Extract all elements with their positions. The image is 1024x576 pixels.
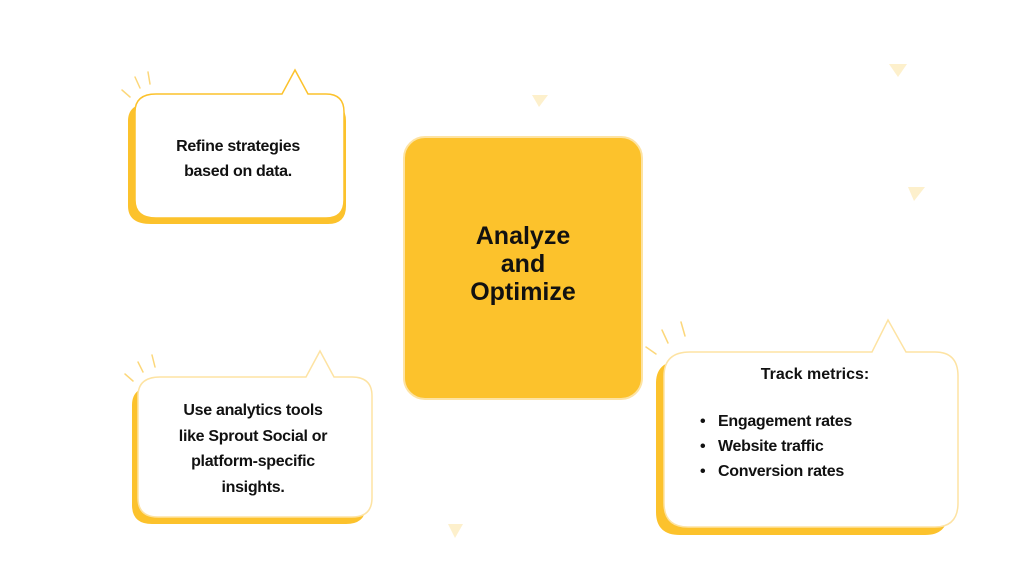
- metrics-spark-lines: [645, 321, 686, 355]
- refine-bubble: [121, 68, 346, 224]
- metrics-item-label: Website traffic: [718, 438, 824, 455]
- refine-text-line-2: based on data.: [184, 163, 292, 180]
- refine-spark-lines: [121, 71, 151, 98]
- tools-text-line-4: insights.: [221, 478, 285, 496]
- bullet-icon: •: [700, 413, 706, 430]
- metrics-list-item: • Website traffic: [700, 434, 852, 459]
- metrics-heading: Track metrics:: [760, 366, 870, 383]
- tools-spark-lines: [124, 354, 156, 382]
- metrics-list-item: • Conversion rates: [700, 459, 852, 484]
- refine-text-line-1: Refine strategies: [176, 138, 300, 155]
- metrics-bubble-body: [663, 318, 959, 528]
- center-title: Analyze and Optimize: [433, 222, 613, 306]
- center-box: Analyze and Optimize: [403, 136, 643, 400]
- tools-text: Use analytics tools like Sprout Social o…: [148, 398, 358, 500]
- refine-text: Refine strategies based on data.: [138, 134, 338, 184]
- center-title-line-3: Optimize: [470, 278, 576, 306]
- tools-text-line-2: like Sprout Social or: [178, 427, 328, 445]
- metrics-list: • Engagement rates • Website traffic • Conv…: [700, 409, 852, 484]
- triangle-icon: [908, 187, 925, 201]
- tools-text-line-1: Use analytics tools: [183, 402, 323, 419]
- center-title-line-2: and: [500, 250, 546, 278]
- tools-bubble: [124, 349, 373, 524]
- tools-bubble-body: [137, 349, 373, 518]
- center-title-line-1: Analyze: [475, 222, 571, 250]
- triangle-icon: [448, 524, 463, 538]
- triangle-icon: [532, 95, 548, 107]
- refine-bubble-body: [134, 68, 345, 219]
- triangle-icon: [889, 64, 907, 77]
- bullet-icon: •: [700, 463, 706, 480]
- metrics-bubble: [645, 318, 959, 535]
- tools-text-line-3: platform-specific: [191, 453, 315, 470]
- metrics-list-item: • Engagement rates: [700, 409, 852, 434]
- bullet-icon: •: [700, 438, 706, 455]
- metrics-item-label: Conversion rates: [718, 463, 844, 480]
- metrics-item-label: Engagement rates: [718, 413, 852, 430]
- decorative-triangles: [448, 64, 925, 538]
